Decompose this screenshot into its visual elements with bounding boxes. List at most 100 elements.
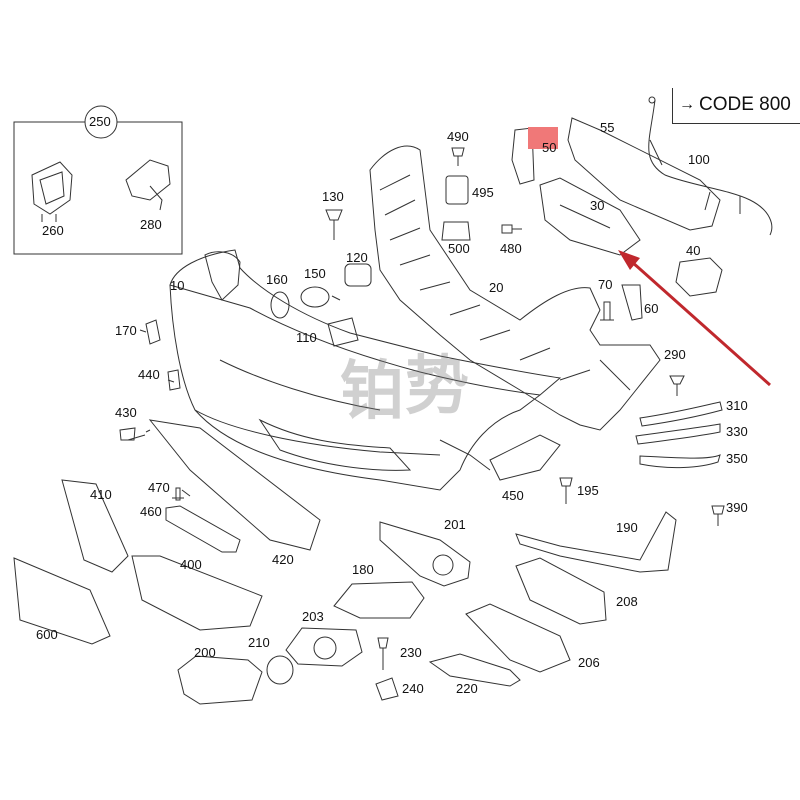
part-500-shape bbox=[441, 221, 471, 241]
part-150-shape bbox=[300, 286, 330, 308]
label-420: 420 bbox=[272, 552, 294, 567]
carrier-outline bbox=[369, 145, 661, 431]
label-260: 260 bbox=[42, 223, 64, 238]
carrier-ribs bbox=[379, 174, 631, 391]
label-470: 470 bbox=[148, 480, 170, 495]
part-480-shape bbox=[501, 224, 522, 234]
part-460-shape bbox=[165, 505, 241, 553]
label-350: 350 bbox=[726, 451, 748, 466]
bumper-corner bbox=[204, 251, 241, 301]
part-230-shape bbox=[377, 637, 389, 670]
red-pointer-arrow bbox=[618, 250, 771, 387]
label-30: 30 bbox=[590, 198, 605, 213]
harness-connector bbox=[648, 96, 656, 104]
label-240: 240 bbox=[402, 681, 424, 696]
part-495-shape bbox=[445, 175, 469, 205]
part-450-shape bbox=[489, 434, 561, 481]
label-230: 230 bbox=[400, 645, 422, 660]
label-195: 195 bbox=[577, 483, 599, 498]
code-text: CODE 800 bbox=[699, 94, 791, 115]
part-30-shape bbox=[539, 177, 641, 256]
part-130-shape bbox=[325, 209, 343, 240]
label-430: 430 bbox=[115, 405, 137, 420]
right-arrow-icon: → bbox=[679, 96, 695, 113]
part-190-shape bbox=[515, 511, 677, 573]
part-350-shape bbox=[639, 454, 721, 469]
label-200: 200 bbox=[194, 645, 216, 660]
label-130: 130 bbox=[322, 189, 344, 204]
part-195-shape bbox=[559, 477, 573, 504]
part-430-shape bbox=[119, 427, 146, 441]
label-390: 390 bbox=[726, 500, 748, 515]
part-203-shape bbox=[285, 627, 363, 667]
bumper-cover-top bbox=[169, 249, 562, 396]
part-290-shape bbox=[669, 375, 685, 396]
part-210-shape bbox=[266, 655, 294, 685]
label-410: 410 bbox=[90, 487, 112, 502]
leader-lines bbox=[139, 295, 341, 497]
part-208-shape bbox=[515, 557, 607, 625]
label-450: 450 bbox=[502, 488, 524, 503]
label-480: 480 bbox=[500, 241, 522, 256]
part-203-ring bbox=[313, 636, 337, 660]
label-20: 20 bbox=[489, 280, 504, 295]
part-260-shape bbox=[31, 161, 73, 222]
part-201-shape bbox=[379, 521, 471, 587]
part-220-shape bbox=[428, 653, 521, 687]
part-110-shape bbox=[327, 317, 359, 347]
label-70: 70 bbox=[598, 277, 613, 292]
part-450-leader bbox=[439, 439, 491, 471]
label-110: 110 bbox=[296, 330, 317, 345]
label-310: 310 bbox=[726, 398, 748, 413]
label-210: 210 bbox=[248, 635, 270, 650]
label-55: 55 bbox=[600, 120, 615, 135]
label-440: 440 bbox=[138, 367, 160, 382]
part-420-shape bbox=[148, 419, 321, 551]
label-460: 460 bbox=[140, 504, 162, 519]
part-201-ring bbox=[432, 554, 454, 576]
part-170-shape bbox=[145, 319, 161, 345]
bumper-cover-body bbox=[169, 284, 541, 491]
part-70-shape bbox=[600, 301, 614, 321]
label-330: 330 bbox=[726, 424, 748, 439]
part-160-shape bbox=[270, 291, 290, 319]
label-60: 60 bbox=[644, 301, 659, 316]
part-470-shape bbox=[172, 487, 184, 501]
part-400-shape bbox=[131, 555, 263, 631]
label-10: 10 bbox=[170, 278, 185, 293]
bumper-lower-opening bbox=[258, 418, 412, 471]
part-330-shape bbox=[635, 423, 721, 445]
label-160: 160 bbox=[266, 272, 288, 287]
part-240-shape bbox=[375, 677, 399, 701]
group-250-box bbox=[13, 121, 183, 255]
part-600-shape bbox=[13, 557, 111, 645]
label-500: 500 bbox=[448, 241, 470, 256]
label-201: 201 bbox=[444, 517, 466, 532]
part-40-shape bbox=[675, 257, 723, 297]
part-180-shape bbox=[333, 581, 425, 619]
label-490: 490 bbox=[447, 129, 469, 144]
label-120: 120 bbox=[346, 250, 368, 265]
watermark-char-2: 势 bbox=[405, 349, 469, 424]
part-200-shape bbox=[177, 655, 263, 705]
label-600: 600 bbox=[36, 627, 58, 642]
part-120-shape bbox=[344, 263, 372, 287]
group-250-circle bbox=[84, 105, 118, 139]
label-100: 100 bbox=[688, 152, 710, 167]
part-60-shape bbox=[621, 284, 643, 321]
label-203: 203 bbox=[302, 609, 324, 624]
label-50: 50 bbox=[542, 140, 557, 155]
label-170: 170 bbox=[115, 323, 137, 338]
part-206-shape bbox=[465, 603, 571, 673]
label-40: 40 bbox=[686, 243, 701, 258]
label-495: 495 bbox=[472, 185, 494, 200]
label-150: 150 bbox=[304, 266, 326, 281]
label-208: 208 bbox=[616, 594, 638, 609]
label-290: 290 bbox=[664, 347, 686, 362]
part-50-highlight bbox=[528, 127, 558, 149]
label-400: 400 bbox=[180, 557, 202, 572]
group-label-250: 250 bbox=[89, 114, 111, 129]
part-310-shape bbox=[639, 401, 723, 427]
